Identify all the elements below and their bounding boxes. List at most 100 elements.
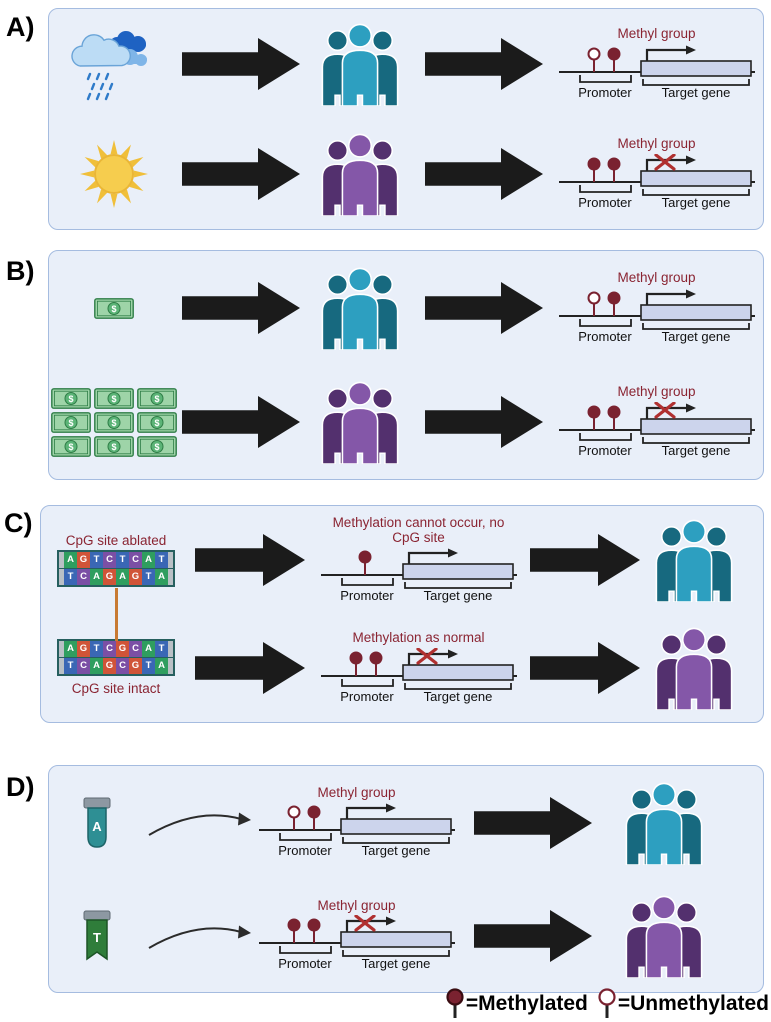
svg-text:Target gene: Target gene	[661, 443, 730, 458]
gene-diagram-repressed: Methyl group Promoter Target gene	[554, 136, 759, 211]
money-bill-icon: $	[51, 435, 91, 457]
methylated-pin-icon	[445, 988, 465, 1020]
svg-text:Promoter: Promoter	[340, 588, 394, 603]
svg-text:T: T	[93, 930, 101, 945]
curved-arrow-icon	[145, 912, 253, 960]
money-bill-icon: $	[94, 387, 134, 409]
sun-icon	[77, 137, 151, 211]
arrow-right-icon	[425, 280, 545, 336]
gene-diagram-graphic: Promoter Target gene	[257, 802, 457, 860]
methylation-as-normal-label: Methylation as normal	[352, 630, 485, 646]
gene-diagram-expressed: Methylation cannot occur, no CpG site Pr…	[311, 515, 526, 606]
svg-text:$: $	[68, 441, 73, 451]
people-group-purple-icon	[616, 894, 712, 978]
gene-diagram-repressed: Methylation as normal Promoter Target gen…	[311, 630, 526, 705]
arrow-right-icon	[181, 280, 302, 336]
arrow-right-icon	[425, 36, 545, 92]
allele-t-tag-icon: T	[82, 910, 112, 962]
dna-connector-line	[115, 588, 118, 641]
svg-text:Promoter: Promoter	[278, 843, 332, 858]
money-bill-icon: $	[94, 411, 134, 433]
curved-arrow-icon	[145, 799, 253, 847]
methyl-group-label: Methyl group	[617, 384, 696, 400]
money-grid-icon: $ $ $ $ $ $ $ $ $	[51, 387, 177, 457]
legend: =Methylated =Unmethylated	[445, 988, 769, 1020]
panel-d-row-allele-a: A Methyl group Promoter Target gene	[49, 766, 763, 879]
people-group-teal-icon	[646, 518, 742, 602]
svg-text:$: $	[111, 303, 116, 313]
cpg-intact-label: CpG site intact	[71, 680, 161, 696]
svg-text:Promoter: Promoter	[578, 443, 632, 458]
panel-b-row-high-income: $ $ $ $ $ $ $ $ $ Methyl group Promoter Target ge…	[49, 365, 763, 479]
cpg-ablated-label: CpG site ablated	[65, 532, 167, 548]
arrow-right-icon	[474, 795, 594, 851]
svg-text:Target gene: Target gene	[361, 956, 430, 971]
svg-text:Target gene: Target gene	[661, 195, 730, 210]
unmethylated-pin-icon	[597, 988, 617, 1020]
methyl-group-label: Methyl group	[617, 136, 696, 152]
money-bill-icon: $	[51, 387, 91, 409]
people-group-teal-icon	[312, 266, 408, 350]
svg-text:Promoter: Promoter	[340, 689, 394, 704]
people-group-purple-icon	[312, 380, 408, 464]
money-bill-icon: $	[51, 411, 91, 433]
panel-b-label: B)	[6, 256, 35, 286]
gene-diagram-expressed: Methyl group Promoter Target gene	[254, 785, 459, 860]
rain-cloud-icon	[70, 26, 158, 102]
arrow-right-icon	[181, 146, 302, 202]
svg-text:$: $	[154, 393, 159, 403]
panel-a-label: A)	[6, 12, 35, 42]
panel-c-label: C)	[4, 508, 33, 538]
svg-text:Target gene: Target gene	[423, 689, 492, 704]
people-group-teal-icon	[312, 22, 408, 106]
svg-text:$: $	[154, 441, 159, 451]
gene-diagram-repressed: Methyl group Promoter Target gene	[254, 898, 459, 973]
panel-d-label: D)	[6, 772, 35, 802]
svg-text:Target gene: Target gene	[423, 588, 492, 603]
money-bill-icon: $	[137, 411, 177, 433]
svg-text:Promoter: Promoter	[278, 956, 332, 971]
svg-text:$: $	[68, 393, 73, 403]
svg-text:Target gene: Target gene	[661, 329, 730, 344]
gene-diagram-graphic: Promoter Target gene	[319, 547, 519, 605]
money-bill-icon: $	[137, 435, 177, 457]
methyl-group-label: Methyl group	[317, 784, 396, 800]
svg-text:Target gene: Target gene	[361, 843, 430, 858]
arrow-right-icon	[474, 908, 594, 964]
legend-methylated-label: =Methylated	[465, 992, 588, 1015]
svg-text:$: $	[111, 441, 116, 451]
methyl-group-label: Methyl group	[617, 26, 696, 42]
svg-text:Promoter: Promoter	[578, 195, 632, 210]
legend-unmethylated-label: =Unmethylated	[617, 992, 769, 1015]
panel-a-row-sun: Methyl group Promoter Target gene	[49, 119, 763, 229]
arrow-right-icon	[181, 36, 302, 92]
money-bill-icon: $	[94, 297, 134, 319]
svg-text:$: $	[111, 393, 116, 403]
people-group-purple-icon	[646, 626, 742, 710]
methylation-cannot-occur-label: Methylation cannot occur, no CpG site	[332, 514, 505, 545]
money-bill-icon: $	[137, 387, 177, 409]
arrow-right-icon	[181, 394, 302, 450]
arrow-right-icon	[425, 394, 545, 450]
svg-text:$: $	[111, 417, 116, 427]
arrow-right-icon	[195, 532, 307, 588]
svg-text:A: A	[92, 819, 102, 834]
methyl-group-label: Methyl group	[317, 897, 396, 913]
gene-diagram-repressed: Methyl group Promoter Target gene	[554, 384, 759, 459]
arrow-right-icon	[425, 146, 545, 202]
people-group-purple-icon	[312, 132, 408, 216]
